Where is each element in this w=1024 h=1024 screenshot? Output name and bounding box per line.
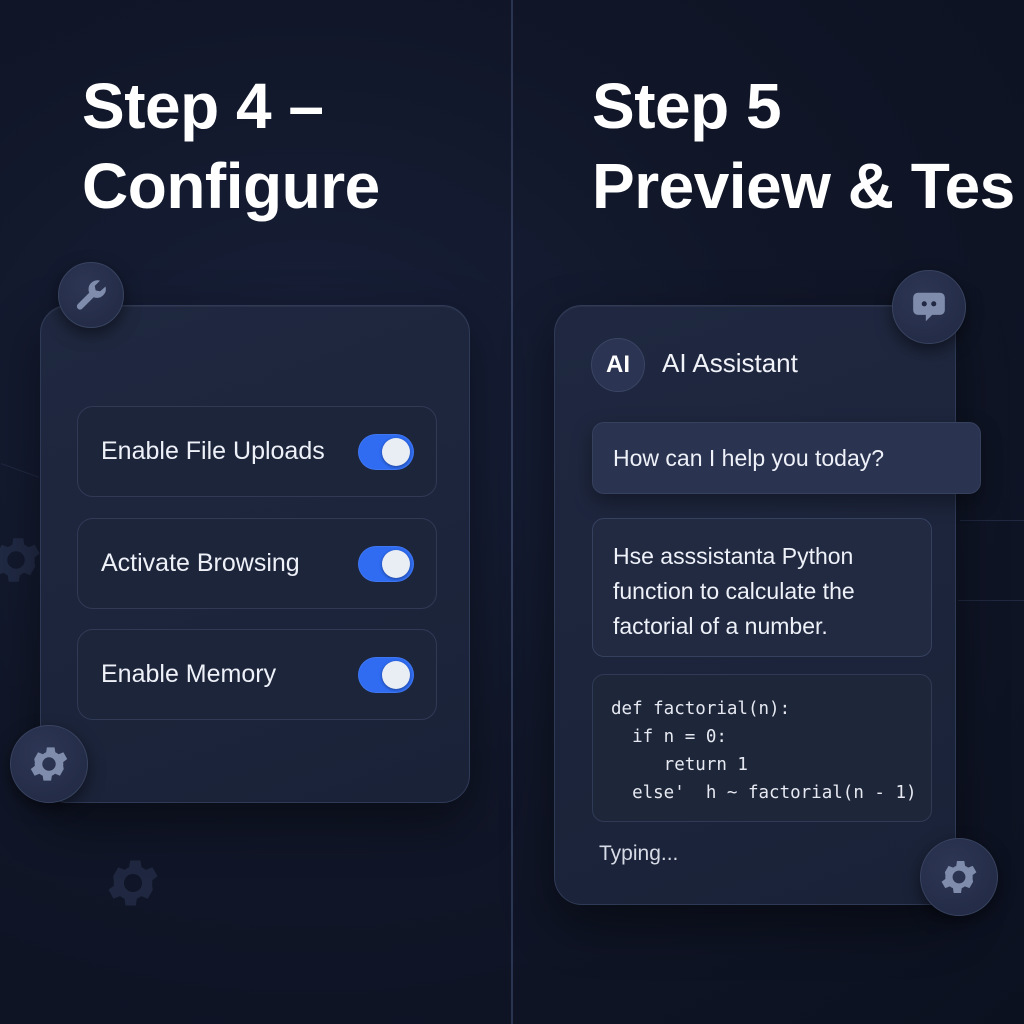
wrench-icon	[76, 280, 106, 310]
step-5-heading: Step 5 Preview & Tes	[592, 66, 1024, 226]
greeting-message: How can I help you today?	[592, 422, 981, 494]
setting-row-memory: Enable Memory	[77, 629, 437, 720]
gear-icon	[941, 861, 977, 893]
step-4-heading-line2: Configure	[82, 150, 380, 222]
reply-line: function to calculate the	[613, 578, 855, 604]
reply-line: factorial of a number.	[613, 613, 828, 639]
code-line: def factorial(n):	[611, 699, 791, 719]
browsing-toggle[interactable]	[358, 545, 414, 582]
background-line	[958, 600, 1024, 601]
background-line	[1, 463, 39, 478]
step-4-heading: Step 4 – Configure	[82, 66, 380, 226]
chat-bubble-icon	[913, 292, 945, 322]
background-line	[960, 520, 1024, 521]
setting-label: Enable Memory	[101, 660, 277, 688]
code-line: else' h ~ factorial(n - 1)	[611, 783, 917, 803]
step-5-heading-line2: Preview & Tes	[592, 150, 1015, 222]
gear-icon	[30, 747, 68, 781]
code-line: return 1	[611, 755, 748, 775]
toggle-knob	[382, 660, 410, 689]
assistant-name: AI Assistant	[662, 348, 798, 378]
greeting-text: How can I help you today?	[613, 444, 885, 471]
reply-message: Hse asssistanta Python function to calcu…	[592, 518, 932, 657]
memory-toggle[interactable]	[358, 656, 414, 693]
toggle-knob	[382, 549, 410, 578]
chat-button[interactable]	[892, 270, 966, 344]
background-gear-icon	[0, 538, 40, 582]
setting-label: Activate Browsing	[101, 549, 300, 577]
file-uploads-toggle[interactable]	[358, 433, 414, 470]
wrench-button[interactable]	[58, 262, 124, 328]
settings-button[interactable]	[10, 725, 88, 803]
reply-line: Hse asssistanta Python	[613, 543, 854, 569]
chat-settings-button[interactable]	[920, 838, 998, 916]
setting-row-browsing: Activate Browsing	[77, 518, 437, 609]
setting-row-file-uploads: Enable File Uploads	[77, 406, 437, 497]
code-line: if n = 0:	[611, 727, 727, 747]
background-gear-icon	[108, 860, 158, 906]
step-4-heading-line1: Step 4 –	[82, 70, 324, 142]
code-block: def factorial(n): if n = 0: return 1 els…	[592, 674, 932, 822]
avatar: AI	[591, 338, 645, 392]
setting-label: Enable File Uploads	[101, 437, 325, 465]
typing-status: Typing...	[599, 842, 679, 865]
step-5-heading-line1: Step 5	[592, 70, 782, 142]
panel-divider	[511, 0, 513, 1024]
toggle-knob	[382, 437, 410, 466]
